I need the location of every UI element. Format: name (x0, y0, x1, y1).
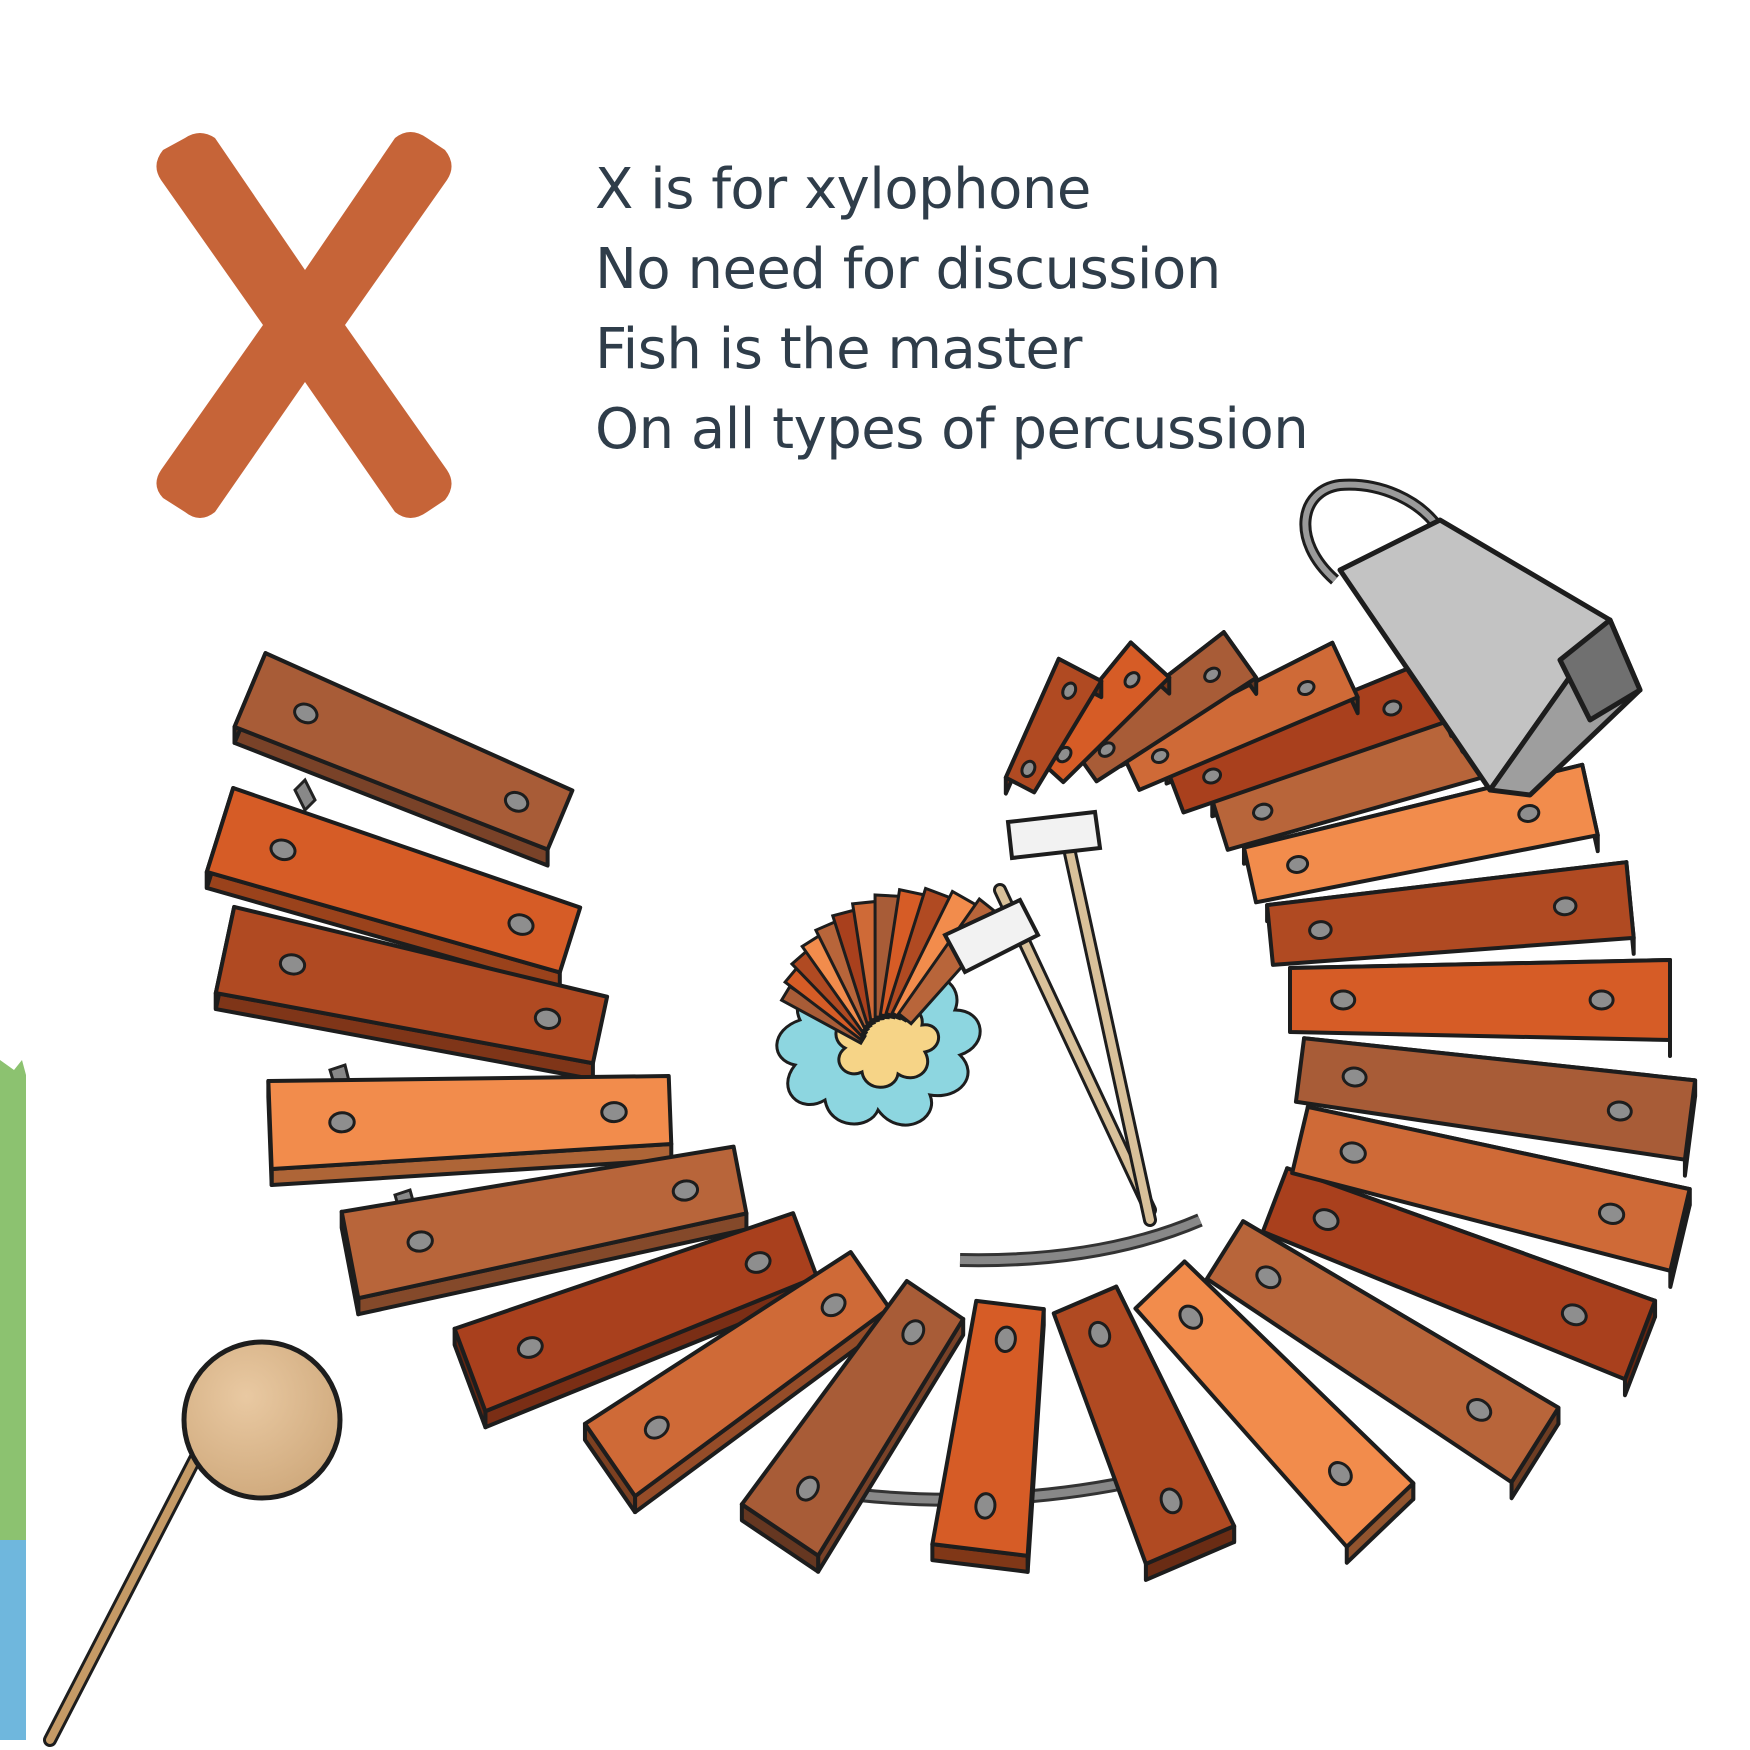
xylophone-bar-hole (1517, 804, 1541, 823)
xylophone-bar-hole (974, 1492, 997, 1520)
xylophone-bar-hole (1020, 759, 1037, 779)
xylophone-bar[interactable] (232, 651, 575, 852)
xylophone-bar-hole (600, 1101, 628, 1124)
xylophone-bar-hole (503, 790, 530, 813)
xylophone-bar-hole (1297, 679, 1316, 697)
xylophone-bar[interactable] (1260, 1166, 1658, 1382)
xylophone-bar-hole (1123, 671, 1141, 689)
xylophone-bar-hole (328, 1111, 356, 1134)
xylophone-bar-hole (1252, 802, 1274, 821)
xylophone-bar-hole (1061, 681, 1078, 700)
xylophone-bar-hole (1202, 767, 1223, 785)
xylophone-bar[interactable] (1293, 1036, 1698, 1162)
xylophone-bar-hole (795, 1475, 820, 1502)
xylophone-bar-hole (671, 1179, 700, 1202)
xylophone-bar-hole (1203, 666, 1221, 684)
xylophone-bars (204, 630, 1698, 1582)
xylophone-bar-hole (1466, 1398, 1493, 1422)
xylophone-bar-hole (293, 702, 319, 725)
xylophone-bar-hole (1597, 1202, 1626, 1225)
xylophone-bar-hole (1382, 699, 1403, 717)
xylophone-bar[interactable] (452, 1211, 819, 1414)
xylophone-bar[interactable] (930, 1298, 1046, 1558)
xylophone-bar-hole (820, 1293, 847, 1318)
xylophone-bar-hole (901, 1319, 926, 1346)
xylophone-bar-hole (1330, 989, 1357, 1011)
xylophone-bar-hole (744, 1251, 772, 1274)
xylophone-bar-hole (1178, 1304, 1204, 1330)
xylophone-bar[interactable] (339, 1144, 749, 1301)
xylophone-bar[interactable] (1290, 1104, 1692, 1273)
xylophone-bar-hole (1588, 989, 1615, 1011)
xylophone-bar-hole (1339, 1141, 1367, 1164)
xylophone-bar-hole (1088, 1320, 1112, 1348)
xylophone-bar-hole (1341, 1066, 1368, 1088)
page-edge-decoration (0, 1060, 26, 1740)
mallet[interactable] (43, 1339, 343, 1747)
xylophone-bar-hole (1312, 1208, 1340, 1232)
xylophone-bar[interactable] (1265, 860, 1636, 967)
verse-line-2: No need for discussion (595, 237, 1221, 302)
cowbell (1299, 478, 1643, 798)
big-letter-x (156, 132, 452, 518)
xylophone-spiral-center (779, 886, 1007, 1046)
xylophone-bar[interactable] (1051, 1284, 1237, 1566)
xylophone-bar-hole (1308, 920, 1333, 941)
xylophone-bar[interactable] (204, 786, 583, 975)
verse-line-1: X is for xylophone (595, 157, 1091, 222)
xylophone-bar-hole (1286, 855, 1310, 874)
xylophone-bar-hole (643, 1415, 670, 1440)
xylophone-bar-hole (1552, 896, 1578, 917)
verse-line-4: On all types of percussion (595, 397, 1309, 462)
xylophone-bar-hole (1606, 1100, 1633, 1122)
xylophone-sticks[interactable] (942, 809, 1157, 1227)
verse: X is for xylophone No need for discussio… (595, 150, 1595, 470)
xylophone-bar-hole (1327, 1461, 1353, 1487)
xylophone-bar-hole (1159, 1487, 1183, 1515)
xylophone-bar[interactable] (213, 904, 610, 1066)
xylophone-bar-hole (1560, 1303, 1588, 1327)
xylophone-bar-hole (507, 913, 535, 936)
verse-line-3: Fish is the master (595, 317, 1082, 382)
xylophone-bar-hole (269, 838, 297, 862)
xylophone-bar-hole (406, 1230, 434, 1253)
xylophone-bar[interactable] (266, 1074, 674, 1171)
xylophone-bar-hole (516, 1336, 544, 1359)
xylophone-bar[interactable] (1288, 958, 1672, 1042)
xylophone-bar-hole (533, 1007, 562, 1030)
xylophone-bar[interactable] (1241, 762, 1600, 905)
xylophone-bar-hole (994, 1325, 1017, 1354)
xylophone-bar-hole (1150, 747, 1170, 765)
xylophone-bar[interactable] (1003, 656, 1104, 795)
xylophone-bar-hole (1255, 1265, 1282, 1290)
xylophone-bar-hole (278, 953, 307, 976)
